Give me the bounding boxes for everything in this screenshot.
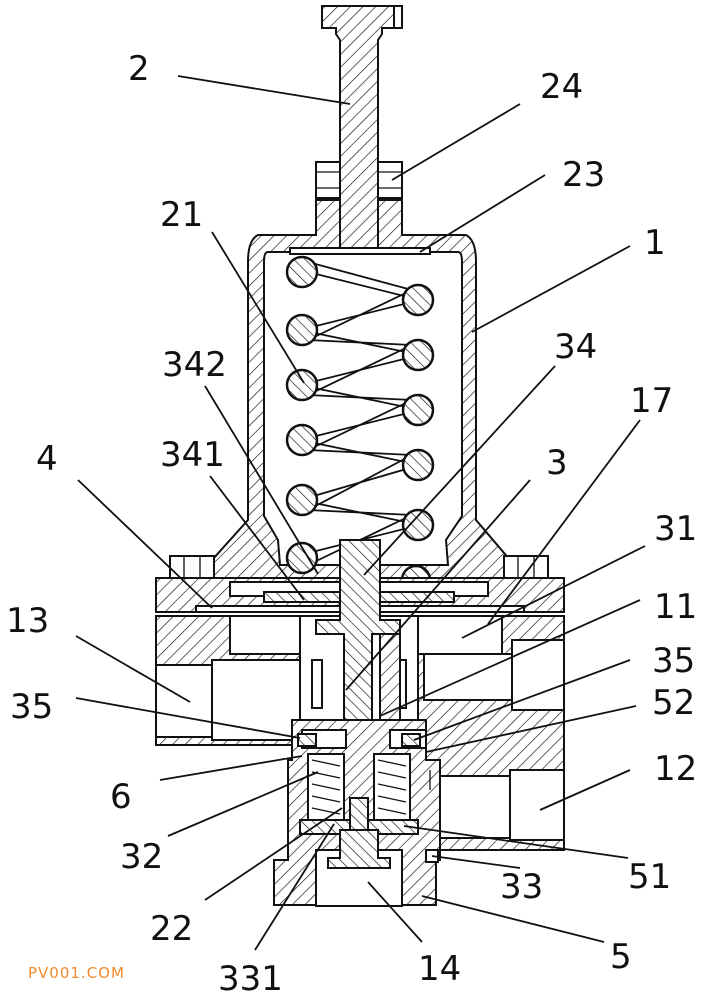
- label-35-left: 35: [10, 687, 53, 727]
- label-52: 52: [652, 683, 695, 723]
- label-35-right: 35: [652, 641, 695, 681]
- label-341: 341: [160, 435, 225, 475]
- label-6: 6: [110, 777, 132, 817]
- label-24: 24: [540, 67, 583, 107]
- label-3: 3: [546, 443, 568, 483]
- part-labels: 2 24 23 21 1 342 34 17 4 341 3 31 13 11 …: [6, 49, 697, 999]
- label-2: 2: [128, 49, 150, 89]
- label-342: 342: [162, 345, 227, 385]
- label-14: 14: [418, 949, 461, 989]
- label-4: 4: [36, 439, 58, 479]
- lower-assembly: [273, 719, 441, 907]
- label-34: 34: [554, 327, 597, 367]
- label-21: 21: [160, 195, 203, 235]
- label-17: 17: [630, 381, 673, 421]
- label-11: 11: [654, 587, 697, 627]
- spring: [285, 255, 435, 596]
- label-23: 23: [562, 155, 605, 195]
- bonnet-housing: [177, 199, 543, 583]
- label-1: 1: [644, 223, 666, 263]
- label-13: 13: [6, 601, 49, 641]
- lock-nut: [315, 161, 403, 199]
- label-32: 32: [120, 837, 163, 877]
- label-331: 331: [218, 959, 283, 999]
- watermark: PV001.COM: [28, 964, 125, 982]
- label-12: 12: [654, 749, 697, 789]
- label-22: 22: [150, 909, 193, 949]
- label-31: 31: [654, 509, 697, 549]
- label-33: 33: [500, 867, 543, 907]
- label-5: 5: [610, 937, 632, 977]
- label-51: 51: [628, 857, 671, 897]
- leader-lines: [75, 75, 646, 951]
